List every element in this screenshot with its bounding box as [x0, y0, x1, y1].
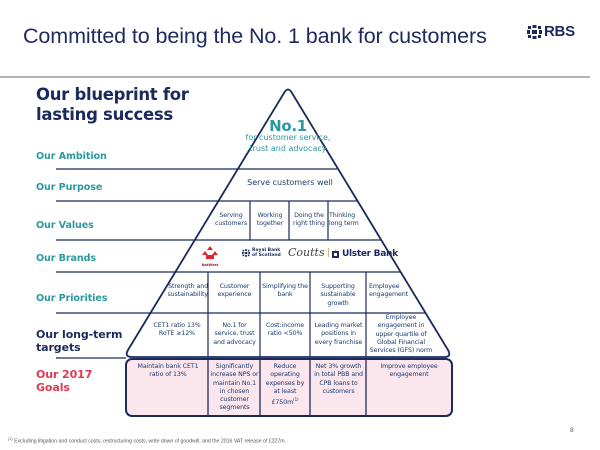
slide-title: Committed to being the No. 1 bank for cu…: [23, 24, 487, 48]
label-long-term-line1: Our long-term: [36, 328, 123, 341]
target-cell: Leading market positions in every franch…: [314, 322, 363, 346]
label-goals-line1: Our 2017: [36, 368, 93, 381]
brand-royal-bank-of-scotland: Royal Bank of Scotland: [242, 248, 281, 258]
ambition-headline: No.1: [269, 117, 307, 135]
priority-cell: Supporting sustainable growth: [320, 283, 356, 307]
label-purpose: Our Purpose: [36, 182, 103, 193]
footnote-marker: (1): [8, 437, 13, 441]
label-2017-goals: Our 2017 Goals: [36, 368, 92, 394]
ambition-subtext: for customer service, trust and advocacy: [245, 133, 331, 153]
rbs-logo-text: RBS: [544, 23, 575, 40]
priority-cell: Simplifying the bank: [262, 283, 308, 299]
footnote-text: Excluding litigation and conduct costs, …: [14, 438, 287, 445]
label-brands: Our Brands: [36, 253, 96, 264]
page-number: 8: [570, 427, 574, 434]
blueprint-title: Our blueprint for lasting success: [36, 85, 189, 124]
purpose-text: Serve customers well: [247, 178, 333, 187]
value-cell: Doing the right thing: [293, 212, 325, 228]
rbs-logo: RBS: [527, 23, 575, 40]
label-long-term-targets: Our long-term targets: [36, 328, 122, 354]
label-priorities: Our Priorities: [36, 293, 108, 304]
brand-natwest-label: NatWest: [201, 263, 219, 267]
brand-coutts-label: Coutts: [288, 246, 325, 259]
value-cell: Working together: [256, 212, 284, 228]
header-divider: [0, 76, 590, 78]
goal-cell: Net 3% growth in total PBB and CPB loans…: [314, 363, 363, 395]
label-values: Our Values: [36, 220, 94, 231]
target-cell: Employee engagement in upper quartile of…: [369, 314, 433, 355]
footnote: (1) Excluding litigation and conduct cos…: [8, 437, 286, 445]
value-cell: Serving customers: [214, 212, 248, 228]
brand-rbs-line2: of Scotland: [252, 253, 281, 258]
priority-cell: Customer experience: [217, 283, 252, 299]
brand-ulster-label: Ulster Bank: [342, 249, 398, 259]
goal-cell: Improve employee engagement: [380, 363, 438, 379]
rbs-daisy-wheel-icon: [527, 24, 542, 39]
goal-cell: Maintain bank CET1 ratio of 13%: [137, 363, 199, 379]
natwest-logo-icon: [202, 246, 218, 259]
brand-rbs-line1: Royal Bank: [252, 248, 281, 253]
brand-ulster-bank: Ulster Bank: [332, 249, 398, 259]
priority-cell: Employee engagement: [369, 283, 409, 299]
priority-cell: Strength and sustainability: [167, 283, 208, 299]
pyramid-outline: [125, 88, 451, 358]
goal-cell-text: Reduce operating expenses by at least £7…: [265, 363, 305, 407]
goal-cell: Reduce operating expenses by at least £7…: [262, 363, 308, 408]
ulster-bank-square-icon: [332, 250, 339, 258]
target-cell: Cost:income ratio <50%: [265, 322, 305, 338]
value-cell: Thinking long term: [329, 212, 359, 228]
label-goals-line2: Goals: [36, 381, 70, 394]
goal-cell: Significantly increase NPS or maintain N…: [210, 363, 259, 412]
label-long-term-line2: targets: [36, 341, 81, 354]
target-cell: CET1 ratio 13% RoTE ≥12%: [153, 322, 201, 338]
goal-footnote-marker: (1): [293, 397, 299, 403]
label-ambition: Our Ambition: [36, 151, 107, 162]
brand-natwest: NatWest: [198, 244, 222, 267]
target-cell: No.1 for service, trust and advocacy: [213, 322, 256, 346]
rbs-daisy-wheel-icon: [242, 249, 250, 257]
coutts-separator: [327, 248, 329, 257]
